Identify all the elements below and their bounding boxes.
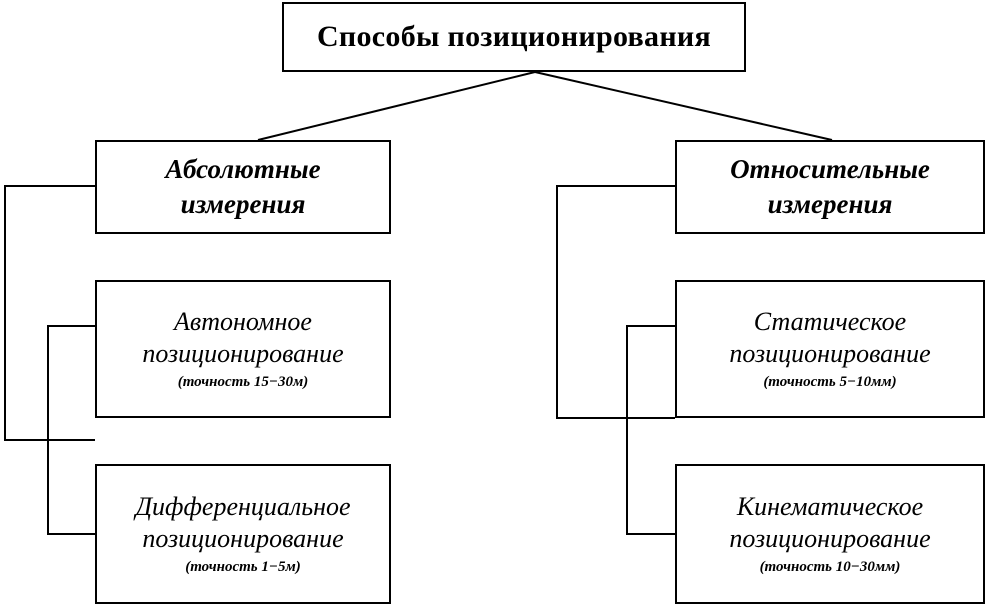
leaf-autonomous-box: Автономное позиционирование (точность 15… <box>95 280 391 418</box>
connector-static-bracket <box>626 325 675 535</box>
connector-absolute-bracket <box>4 185 95 441</box>
connector-relative-bracket <box>556 185 675 419</box>
category-absolute-line2: измерения <box>180 189 306 219</box>
connector-autonomous-bracket <box>47 325 95 535</box>
leaf-static-line1: Статическое <box>753 307 907 336</box>
leaf-differential-box: Дифференциальное позиционирование (точно… <box>95 464 391 604</box>
leaf-autonomous-line1: Автономное <box>174 307 312 336</box>
leaf-kinematic-note: (точность 10−30мм) <box>759 559 901 575</box>
connector-root-right <box>534 71 833 141</box>
leaf-differential-line1: Дифференциальное <box>135 492 351 521</box>
leaf-static-box: Статическое позиционирование (точность 5… <box>675 280 985 418</box>
leaf-kinematic-line2: позиционирование <box>729 524 931 553</box>
root-title: Способы позиционирования <box>316 20 712 53</box>
leaf-static-line2: позиционирование <box>729 339 931 368</box>
leaf-kinematic-box: Кинематическое позиционирование (точност… <box>675 464 985 604</box>
connector-root-left <box>257 71 536 141</box>
root-box: Способы позиционирования <box>282 2 746 72</box>
leaf-autonomous-note: (точность 15−30м) <box>177 374 309 390</box>
category-relative-line2: измерения <box>767 189 893 219</box>
leaf-kinematic-line1: Кинематическое <box>736 492 924 521</box>
leaf-differential-line2: позиционирование <box>142 524 344 553</box>
leaf-autonomous-line2: позиционирование <box>142 339 344 368</box>
category-relative-line1: Относительные <box>730 154 930 184</box>
category-relative-box: Относительные измерения <box>675 140 985 234</box>
category-absolute-box: Абсолютные измерения <box>95 140 391 234</box>
leaf-static-note: (точность 5−10мм) <box>763 374 897 390</box>
leaf-differential-note: (точность 1−5м) <box>185 559 301 575</box>
category-absolute-line1: Абсолютные <box>165 154 321 184</box>
